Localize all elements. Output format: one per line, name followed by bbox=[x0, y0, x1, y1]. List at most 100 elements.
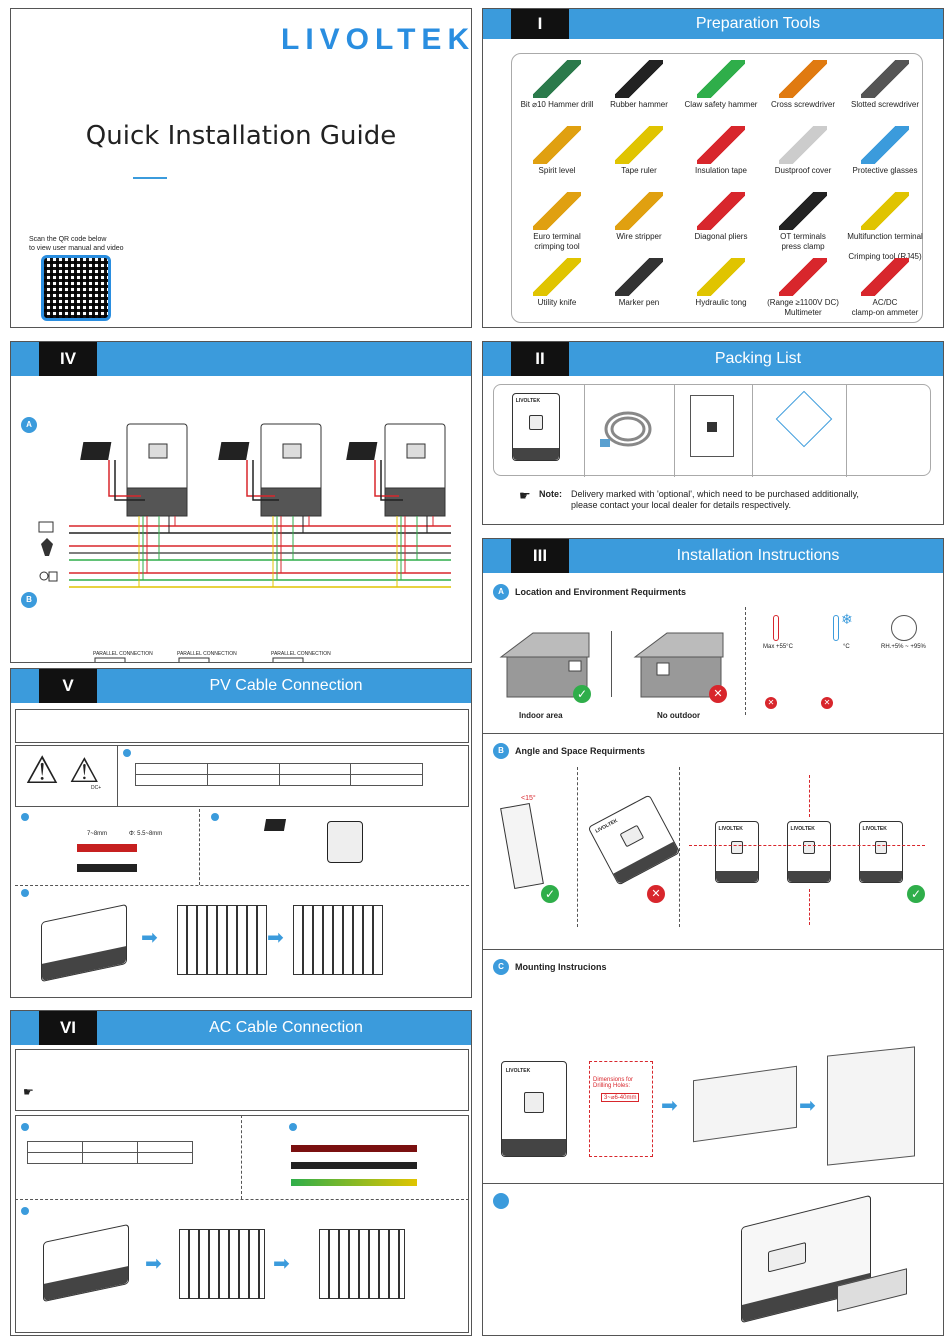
tool-label: Spirit level bbox=[538, 166, 576, 175]
step-badge-2 bbox=[21, 813, 29, 821]
cross-icon: ✕ bbox=[647, 885, 665, 903]
parallel-link-lines bbox=[11, 662, 471, 663]
tool-label: Bit ⌀10 Hammer drill bbox=[520, 100, 594, 109]
wall-mounted-icon bbox=[827, 1046, 915, 1166]
tool-item: Insulation tape bbox=[682, 122, 760, 186]
tool-item: Bit ⌀10 Hammer drill bbox=[518, 56, 596, 120]
tool-label: Tape ruler bbox=[621, 166, 657, 175]
flat-inverter-icon: LIVOLTEK bbox=[587, 794, 681, 886]
black-cable bbox=[291, 1162, 417, 1169]
parallel-wiring-diagram: PARALLEL CONNECTION PARALLEL CONNECTION … bbox=[38, 423, 451, 662]
outdoor-label: No outdoor bbox=[657, 711, 701, 720]
hand-pointer-icon: ☛ bbox=[23, 1085, 34, 1099]
install-panel: III Installation Instructions A Location… bbox=[482, 538, 944, 1336]
tape-ruler-icon bbox=[615, 126, 663, 164]
drill-size: 3~⌀6-40mm bbox=[601, 1093, 640, 1102]
tool-item: Slotted screwdriver bbox=[846, 56, 924, 120]
section-number: III bbox=[511, 539, 569, 573]
tools-panel: I Preparation Tools Bit ⌀10 Hammer drill… bbox=[482, 8, 944, 328]
goggles-icon bbox=[861, 126, 909, 164]
claw-hammer-icon bbox=[697, 60, 745, 98]
load-icon bbox=[39, 571, 58, 582]
step-badge-d bbox=[493, 1193, 509, 1209]
brown-cable bbox=[291, 1145, 417, 1152]
inverter-icon: LIVOLTEK bbox=[787, 821, 831, 883]
step-title: Angle and Space Requirments bbox=[515, 746, 646, 756]
section-title: PV Cable Connection bbox=[209, 677, 363, 694]
check-icon: ✓ bbox=[573, 685, 591, 703]
section-number: I bbox=[511, 9, 569, 39]
tool-item: Tape ruler bbox=[600, 122, 678, 186]
step-badge-1 bbox=[21, 1123, 29, 1131]
inverter-icon: LIVOLTEK bbox=[859, 821, 903, 883]
step-badge-1 bbox=[123, 749, 131, 757]
ac-panel: VI AC Cable Connection ☛ ➡ ➡ bbox=[10, 1010, 472, 1336]
title-underline bbox=[133, 177, 167, 179]
earth-cable bbox=[291, 1179, 417, 1186]
step-badge-a: A bbox=[493, 584, 509, 600]
arrow-right-icon: ➡ bbox=[661, 1095, 678, 1117]
cable-icon bbox=[600, 411, 652, 447]
step-badge-c: C bbox=[493, 959, 509, 975]
tool-item: Multifunction terminal Crimping tool (RJ… bbox=[846, 188, 924, 261]
ac-spec-table bbox=[27, 1141, 193, 1164]
tool-label: Claw safety hammer bbox=[684, 100, 758, 109]
arrow-right-icon: ➡ bbox=[141, 927, 158, 949]
tool-item: Protective glasses bbox=[846, 122, 924, 186]
qr-caption: Scan the QR code below to view user manu… bbox=[29, 236, 124, 252]
wall-drilling-icon bbox=[693, 1065, 797, 1143]
qr-code-icon[interactable] bbox=[41, 255, 111, 321]
tool-label: Protective glasses bbox=[852, 166, 918, 175]
tool-label: Wire stripper bbox=[616, 232, 662, 241]
step-badge-3 bbox=[211, 813, 219, 821]
hammer-drill-icon bbox=[533, 60, 581, 98]
tool-item: Hydraulic tong bbox=[682, 254, 760, 318]
red-cable bbox=[77, 844, 137, 852]
angle-limit: <15° bbox=[521, 795, 536, 802]
tool-label: OT terminals press clamp bbox=[780, 232, 826, 251]
humidity-icon bbox=[891, 615, 917, 641]
note-label: Note: bbox=[539, 489, 562, 499]
tilted-inverter-icon bbox=[500, 803, 544, 889]
cross-icon: ✕ bbox=[765, 697, 777, 709]
solar-panel-icon bbox=[218, 442, 250, 460]
spirit-level-icon bbox=[533, 126, 581, 164]
tool-label: Hydraulic tong bbox=[695, 298, 747, 307]
tool-label: Rubber hammer bbox=[610, 100, 668, 109]
max-temp: Max +55°C bbox=[763, 644, 793, 650]
thermometer-hot-icon bbox=[773, 615, 779, 641]
inverter-icon: LIVOLTEK bbox=[715, 821, 759, 883]
min-temp: °C bbox=[843, 644, 850, 650]
parallel-panel: IV A B bbox=[10, 341, 472, 663]
step-badge-4 bbox=[21, 889, 29, 897]
cross-icon: ✕ bbox=[821, 697, 833, 709]
diagonal-pliers-icon bbox=[697, 192, 745, 230]
step-title: Location and Environment Requirments bbox=[515, 587, 687, 597]
drill-text: Dimensions for Drilling Holes: bbox=[593, 1077, 634, 1089]
cross-screwdriver-icon bbox=[779, 60, 827, 98]
tool-item: Wire stripper bbox=[600, 188, 678, 252]
parallel-port-icon bbox=[94, 657, 304, 662]
page-title: Quick Installation Guide bbox=[85, 121, 397, 151]
packing-items: LIVOLTEK bbox=[493, 384, 931, 477]
pv-panel: V PV Cable Connection ⚠ ⚠ DC+ 7~8mm Φ: 5… bbox=[10, 668, 472, 998]
tool-item: AC/DC clamp-on ammeter bbox=[846, 254, 924, 318]
brand-logo: LIVOLTEK bbox=[281, 23, 472, 56]
step-badge-3 bbox=[21, 1207, 29, 1215]
arrow-right-icon: ➡ bbox=[267, 927, 284, 949]
tool-label: (Range ≥1100V DC) Multimeter bbox=[767, 298, 839, 317]
tool-item: Rubber hammer bbox=[600, 56, 678, 120]
section-number: VI bbox=[39, 1011, 97, 1045]
clamp-ammeter-icon bbox=[861, 258, 909, 296]
cover-panel: LIVOLTEK Quick Installation Guide Scan t… bbox=[10, 8, 472, 328]
ot-clamp-icon bbox=[779, 192, 827, 230]
section-header: III Installation Instructions bbox=[483, 539, 943, 573]
tool-item: Utility knife bbox=[518, 254, 596, 318]
cross-icon: ✕ bbox=[709, 685, 727, 703]
section-header: I Preparation Tools bbox=[483, 9, 943, 39]
tool-label: Diagonal pliers bbox=[694, 232, 748, 241]
step-badge-b: B bbox=[493, 743, 509, 759]
manual-item bbox=[690, 395, 734, 457]
dust-mask-icon bbox=[779, 126, 827, 164]
parallel-port-label: PARALLEL CONNECTION bbox=[177, 651, 237, 657]
